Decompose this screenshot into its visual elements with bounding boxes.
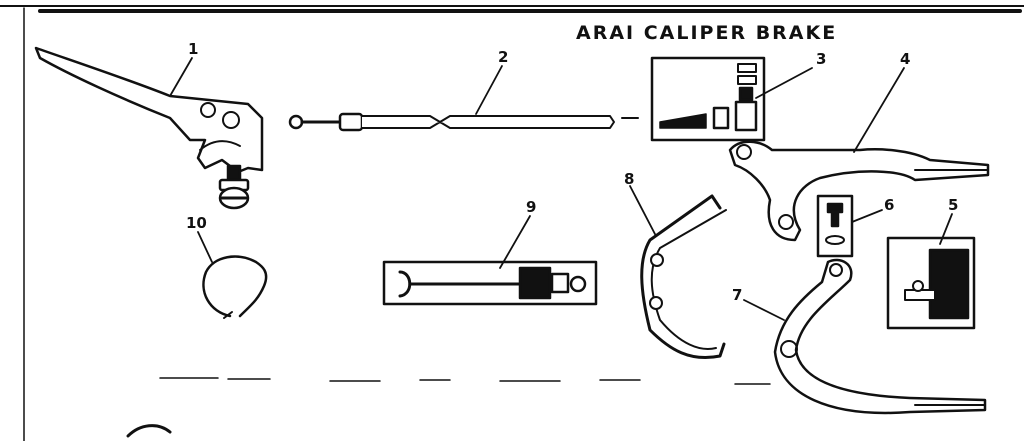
callout-label-3: 3 [816,50,827,68]
brake-cable-part [288,112,639,132]
callout-label-9: 9 [526,198,537,216]
callout-label-10: 10 [186,214,207,232]
leader-lines [169,57,953,321]
return-spring-part [640,194,727,360]
brake-lever-part [34,46,264,210]
print-artifacts [126,377,771,438]
brake-shoe-part [886,236,976,330]
lower-caliper-arm-part [773,258,987,415]
center-bolt-part [382,260,598,306]
callout-label-5: 5 [948,196,959,214]
callout-label-2: 2 [498,48,509,66]
diagram-title: ARAI CALIPER BRAKE [576,22,838,44]
cable-clip-part [202,255,268,319]
bolt-part [816,194,854,258]
upper-caliper-arm-part [728,140,990,242]
callout-label-7: 7 [732,286,743,304]
page-frame [0,5,1024,441]
callout-label-4: 4 [900,50,911,68]
adjuster-hardware-part [650,56,766,142]
callout-label-1: 1 [188,40,199,58]
callout-label-8: 8 [624,170,635,188]
callout-label-6: 6 [884,196,895,214]
